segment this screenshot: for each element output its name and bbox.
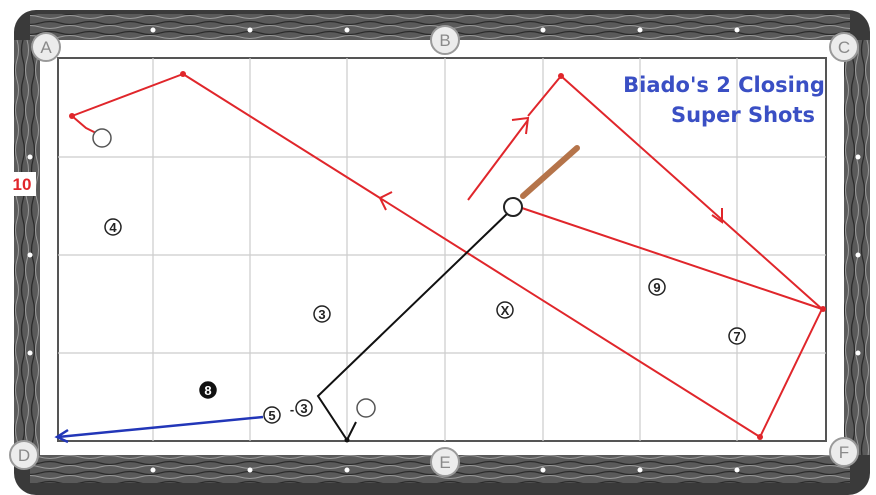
ball-3-center-label: 3	[318, 307, 325, 322]
ball-5-label: 5	[268, 408, 275, 423]
ball-4-label: 4	[109, 220, 117, 235]
blue-object-path	[54, 415, 264, 444]
red-path-arrows	[378, 116, 723, 224]
ball-3-lower-label: 3	[300, 401, 307, 416]
title-line-2: Super Shots	[671, 103, 815, 127]
ball-dash: -	[290, 402, 294, 417]
black-path-dot	[344, 437, 350, 443]
red-path-dots	[69, 71, 826, 440]
ball-x: X	[496, 301, 514, 319]
cue-ball-ghost-left	[92, 128, 112, 148]
title-line-1: Biado's 2 Closing	[623, 73, 825, 97]
pocket-label-e: E	[439, 453, 450, 472]
pocket-b: B	[430, 25, 460, 55]
pocket-label-c: C	[838, 38, 850, 57]
ball-9-label: 9	[653, 280, 660, 295]
table-grid	[58, 58, 826, 441]
pocket-label-b: B	[439, 31, 450, 50]
pocket-label-a: A	[40, 38, 52, 57]
pocket-e: E	[430, 447, 460, 477]
cue-stick	[520, 145, 580, 199]
cue-ball-ghost-bottom	[356, 398, 376, 418]
pocket-d: D	[9, 440, 39, 470]
pocket-c: C	[829, 32, 859, 62]
ball-5: 5	[263, 406, 281, 424]
ball-8-label: 8	[204, 383, 211, 398]
pocket-a: A	[31, 32, 61, 62]
ball-9: 9	[648, 278, 666, 296]
pocket-f: F	[829, 437, 859, 467]
ball-3-lower: 3	[295, 399, 313, 417]
ball-x-label: X	[501, 303, 510, 318]
ball-7-label: 7	[733, 329, 740, 344]
table-rails	[14, 10, 870, 495]
ball-4: 4	[104, 218, 122, 236]
pocket-label-d: D	[18, 446, 30, 465]
ball-7: 7	[728, 327, 746, 345]
ball-3-center: 3	[313, 305, 331, 323]
side-note: 10	[13, 175, 32, 194]
rail-diamonds	[27, 27, 861, 473]
ball-8: 8	[199, 381, 217, 399]
cue-ball	[503, 197, 523, 217]
pocket-label-f: F	[839, 443, 849, 462]
black-cue-path	[316, 209, 512, 442]
